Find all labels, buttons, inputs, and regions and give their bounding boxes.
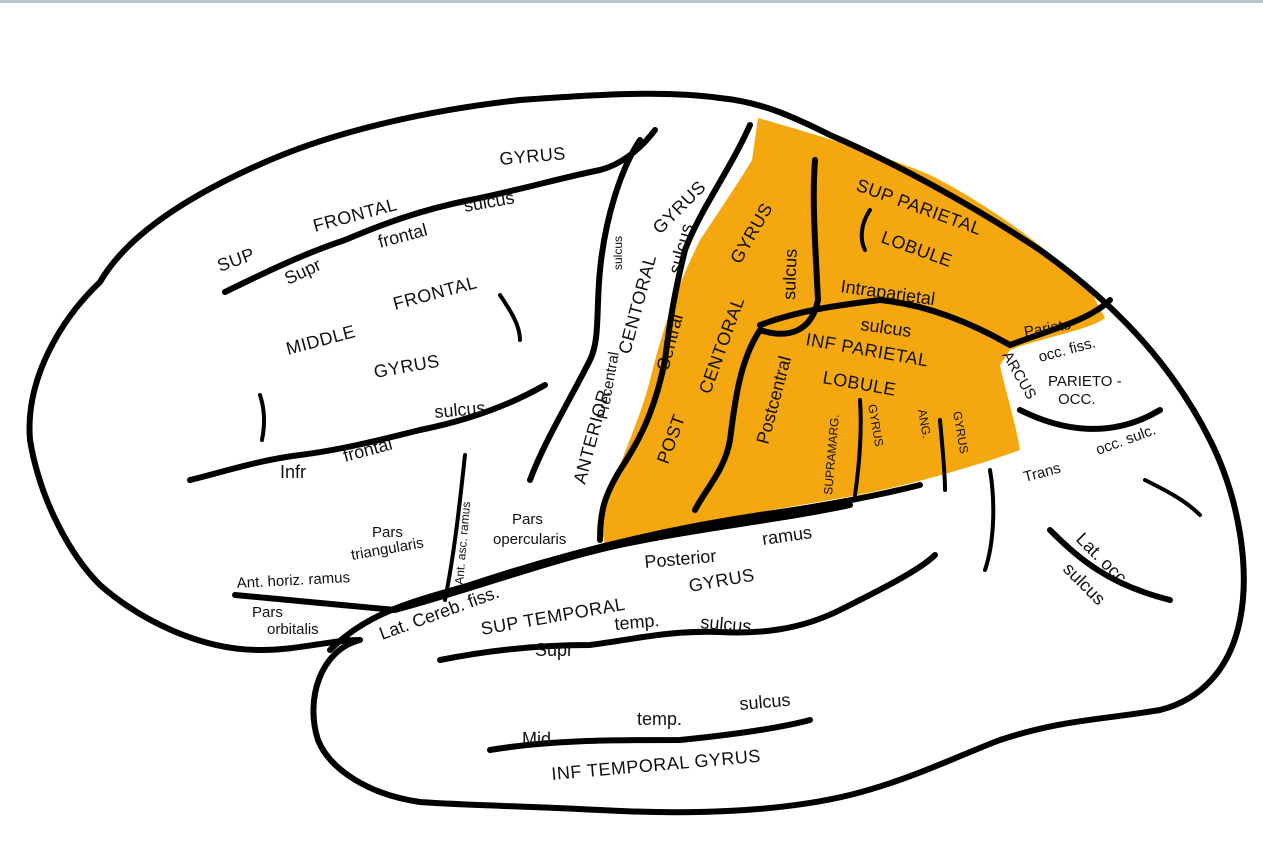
top-border bbox=[0, 0, 1263, 3]
label-gyrus-top: GYRUS bbox=[499, 143, 567, 169]
label-middle: MIDDLE bbox=[284, 321, 358, 359]
label-parieto-occ-2: OCC. bbox=[1058, 391, 1096, 408]
label-anterior: ANTERIOR bbox=[570, 387, 614, 486]
label-posterior: Posterior bbox=[644, 546, 718, 572]
inferior-frontal-sulcus bbox=[187, 382, 548, 483]
label-pars-tri-1: Pars bbox=[372, 524, 403, 541]
label-parieto-occ-1: PARIETO - bbox=[1048, 373, 1122, 390]
label-sulcus-postcentral: sulcus bbox=[779, 248, 801, 300]
label-pars-oper-2: opercularis bbox=[493, 531, 566, 548]
label-gyrus-sup-temp: GYRUS bbox=[687, 565, 756, 596]
label-frontal-middle: FRONTAL bbox=[391, 272, 479, 314]
parieto-occipital-fissure bbox=[1007, 297, 1113, 348]
temporal-sulcus-small bbox=[983, 468, 996, 572]
label-temp-supr: temp. bbox=[614, 610, 661, 634]
angular-sulcus bbox=[938, 418, 947, 492]
lateral-cerebral-fissure bbox=[232, 502, 853, 613]
middle-temporal-sulcus bbox=[487, 717, 813, 753]
precentral-sulcus bbox=[527, 137, 643, 483]
postcentral-sulcus bbox=[692, 157, 821, 513]
occipital-sulcus-small bbox=[1143, 478, 1202, 517]
label-ant-horiz-ramus: Ant. horiz. ramus bbox=[236, 569, 350, 592]
ascending-ramus bbox=[443, 453, 467, 602]
label-trans: Trans bbox=[1022, 460, 1063, 486]
parietal-lobe-highlight bbox=[600, 118, 1105, 545]
transverse-occipital-sulcus bbox=[1017, 407, 1163, 432]
label-supr-temp: Supr bbox=[535, 640, 573, 660]
supramarginal-sulcus bbox=[853, 398, 863, 497]
label-temp-mid: temp. bbox=[637, 709, 682, 729]
label-ramus: ramus bbox=[761, 522, 813, 549]
lateral-occipital-sulcus bbox=[1047, 527, 1173, 603]
superior-frontal-sulcus bbox=[222, 127, 658, 295]
label-pars-orb-1: Pars bbox=[252, 604, 283, 621]
sup-parietal-sulcus-small bbox=[859, 208, 872, 252]
label-sulcus-precentral: sulcus bbox=[611, 236, 625, 270]
intraparietal-sulcus bbox=[757, 297, 1013, 348]
label-pars-oper-1: Pars bbox=[512, 511, 543, 528]
label-sulcus-infr: sulcus bbox=[434, 398, 487, 422]
label-sup: SUP bbox=[215, 244, 258, 276]
label-inf-temporal-gyrus: INF TEMPORAL GYRUS bbox=[551, 746, 762, 784]
label-infr: Infr bbox=[280, 462, 306, 482]
label-sulcus-sup-frontal: sulcus bbox=[462, 187, 516, 216]
label-gyrus-middle: GYRUS bbox=[372, 351, 441, 382]
label-pars-orb-2: orbitalis bbox=[267, 621, 319, 638]
frontal-sulcus-small-1 bbox=[498, 293, 522, 342]
frontal-sulcus-small-2 bbox=[258, 393, 267, 442]
label-ang: ANG. bbox=[915, 408, 934, 439]
central-sulcus bbox=[597, 122, 753, 543]
superior-temporal-sulcus bbox=[437, 552, 938, 663]
label-occ-fiss: occ. fiss. bbox=[1037, 334, 1098, 366]
brain-outline bbox=[26, 90, 1247, 816]
label-ant-asc-ramus: Ant. asc. ramus bbox=[452, 501, 473, 585]
label-sulcus-supr-temp: sulcus bbox=[700, 612, 753, 636]
label-mid: Mid. bbox=[522, 729, 556, 749]
label-sulcus-mid-temp: sulcus bbox=[739, 690, 792, 714]
label-frontal-infr: frontal bbox=[341, 434, 395, 466]
